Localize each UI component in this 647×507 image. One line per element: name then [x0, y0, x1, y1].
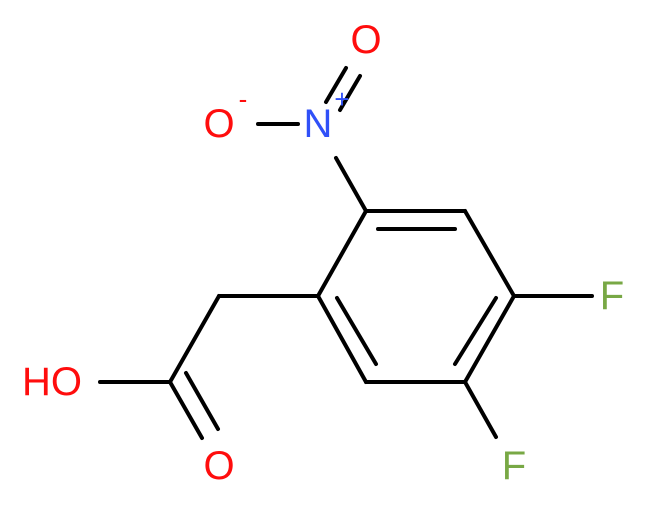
ring-bond-c3-c4	[463, 209, 516, 298]
ring-bond-c1-c2	[316, 209, 368, 298]
bond-c5-f	[463, 380, 498, 439]
atom-labels: O O - N + F F HO O	[22, 18, 624, 488]
bond-c-acid-o-b	[184, 371, 220, 431]
nitro-n-charge: +	[334, 84, 349, 114]
bond-c-acid-o-a	[168, 380, 204, 440]
fluorine-upper-label: F	[600, 274, 624, 318]
nitro-n-label: N	[304, 102, 333, 146]
ring-bond-c4-c5	[463, 294, 516, 384]
nitro-o-minus-label: O	[203, 102, 234, 146]
nitro-o-minus-charge: -	[239, 84, 248, 114]
acid-o-label: O	[203, 444, 234, 488]
acid-oh-label: HO	[22, 360, 82, 404]
ring-bond-c6-c1	[316, 294, 368, 384]
bond-n-o-double-b	[338, 74, 362, 112]
bond-n-o-double-a	[324, 66, 348, 104]
ring-inner-bond-2	[453, 296, 498, 366]
ring-inner-bond-3	[335, 296, 378, 366]
fluorine-lower-label: F	[502, 444, 526, 488]
bond-ch2-c-acid	[168, 294, 221, 384]
nitro-o-double-label: O	[350, 18, 381, 62]
bond-lines	[98, 66, 594, 440]
bond-c2-n	[334, 156, 368, 213]
